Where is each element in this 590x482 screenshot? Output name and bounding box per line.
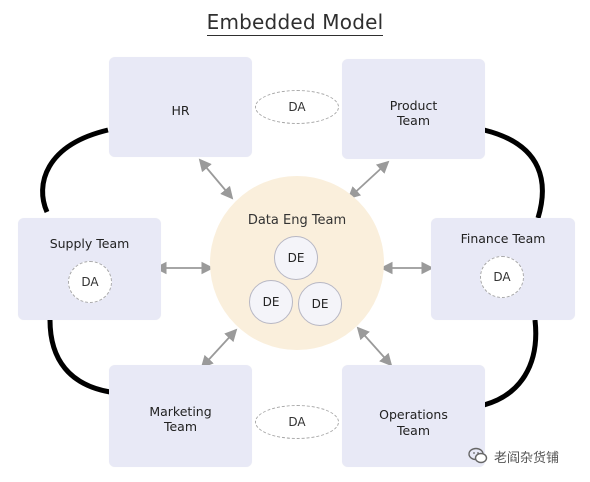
watermark: 老阎杂货铺 xyxy=(468,445,559,467)
product-team-box[interactable]: Product Team xyxy=(342,59,485,159)
right-top-connector-arc xyxy=(483,127,545,219)
right-bottom-connector-arc xyxy=(483,319,539,408)
data-eng-team-label: Data Eng Team xyxy=(247,213,347,228)
data-engineer-node: DE xyxy=(249,280,293,324)
finance-team-label: Finance Team xyxy=(460,231,546,246)
hr-team-box[interactable]: HR xyxy=(109,57,252,157)
arrow-hr-center xyxy=(198,158,234,200)
product-team-label-line2: Team xyxy=(396,113,431,128)
finance-team-box[interactable]: Finance Team xyxy=(431,218,575,320)
diagram-title: Embedded Model xyxy=(206,10,384,36)
arrow-product-center xyxy=(347,160,390,200)
marketing-team-label-line2: Team xyxy=(163,419,198,434)
arrow-marketing-center xyxy=(200,328,238,369)
finance-team-da: DA xyxy=(480,256,524,298)
watermark-text: 老阎杂货铺 xyxy=(494,450,560,466)
left-bottom-connector-arc xyxy=(47,319,111,395)
product-team-label-line1: Product xyxy=(389,98,438,113)
shared-da-bottom: DA xyxy=(255,405,339,439)
data-engineer-node: DE xyxy=(274,236,318,280)
hr-team-label: HR xyxy=(171,103,190,118)
operations-team-label-line1: Operations xyxy=(379,407,448,422)
operations-team-label-line2: Team xyxy=(396,423,431,438)
marketing-team-label-line1: Marketing xyxy=(149,404,212,419)
arrow-operations-center xyxy=(356,326,393,367)
supply-team-label: Supply Team xyxy=(49,236,130,251)
data-engineer-node: DE xyxy=(298,282,342,326)
shared-da-top: DA xyxy=(255,90,339,124)
wechat-icon xyxy=(468,447,488,464)
operations-team-box[interactable]: Operations Team xyxy=(342,365,485,467)
left-top-connector-arc xyxy=(40,127,109,214)
supply-team-da: DA xyxy=(68,261,112,303)
marketing-team-box[interactable]: Marketing Team xyxy=(109,365,252,467)
